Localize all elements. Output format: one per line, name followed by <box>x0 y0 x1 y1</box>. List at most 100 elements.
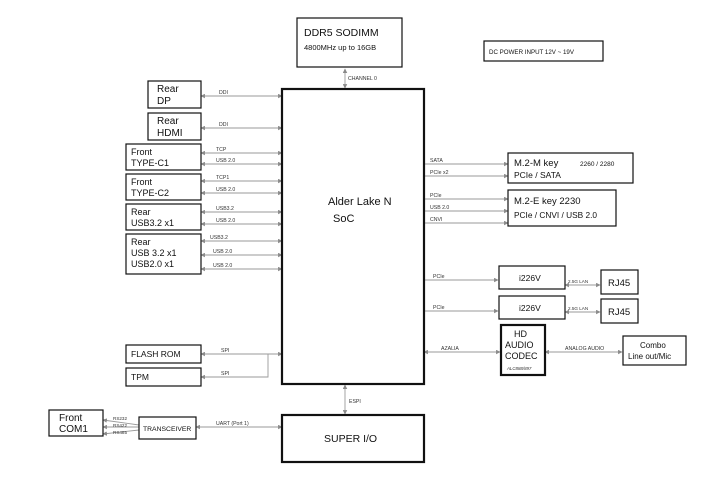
flash-rom-block: FLASH ROM <box>125 344 202 364</box>
m2e-block: M.2-E key 2230 PCIe / CNVI / USB 2.0 <box>507 189 617 227</box>
m2e-box <box>507 189 617 227</box>
m2m-box <box>507 152 634 184</box>
signal-lan1: 2.5G LAN <box>568 279 588 284</box>
rear-hdmi-line2: HDMI <box>157 128 183 139</box>
front-typec2-line1: Front <box>131 177 153 187</box>
front-typec2-box <box>125 173 202 201</box>
rear-usb-mix-line1: Rear <box>131 237 151 247</box>
rear-usb-mix-block: Rear USB 3.2 x1 USB2.0 x1 <box>125 233 202 275</box>
signal-cnvi: CNVI <box>430 217 442 223</box>
tpm-spi-link <box>200 354 269 380</box>
transceiver-block: TRANSCEIVER <box>138 416 197 440</box>
i226-2-label: i226V <box>519 303 541 313</box>
combo-audio-line2: Line out/Mic <box>628 352 671 361</box>
signal-sata: SATA <box>430 158 443 164</box>
front-typec1-box <box>125 143 202 171</box>
m2m-block: M.2-M key 2260 / 2280 PCIe / SATA <box>507 152 634 184</box>
i226-2-block: i226V <box>498 295 566 320</box>
rear-usb32-line1: Rear <box>131 207 151 217</box>
signal-rs232: RS232 <box>113 416 127 421</box>
rj45-1-box <box>600 269 639 295</box>
signal-tcp: TCP <box>216 147 227 153</box>
superio-box <box>280 413 426 464</box>
signal-usb20-b: USB 2.0 <box>213 249 232 255</box>
tpm-block: TPM <box>125 367 202 387</box>
ddr-box <box>296 17 403 68</box>
i226-1-label: i226V <box>519 273 541 283</box>
signal-espi: ESPI <box>349 399 361 405</box>
m2m-line1: M.2-M key <box>514 158 559 169</box>
front-com-line1: Front <box>59 413 83 424</box>
power-block: DC POWER INPUT 12V ~ 19V <box>483 40 604 62</box>
soc-box <box>280 87 426 386</box>
signal-azalia: AZALIA <box>441 346 459 352</box>
signal-usb32-a: USB3.2 <box>216 206 234 212</box>
signal-usb20-c1: USB 2.0 <box>216 158 235 164</box>
front-com-line2: COM1 <box>59 424 88 435</box>
signal-usb32-b: USB3.2 <box>210 235 228 241</box>
m2e-line2: PCIe / CNVI / USB 2.0 <box>514 210 597 220</box>
ddr-title: DDR5 SODIMM <box>304 27 379 39</box>
codec-part-note: ALC888/897 <box>506 366 532 371</box>
signal-pcie-m2e: PCIe <box>430 193 442 199</box>
signal-lan2: 2.5G LAN <box>568 306 588 311</box>
flash-rom-label: FLASH ROM <box>131 349 181 359</box>
m2m-line2: PCIe / SATA <box>514 170 561 180</box>
soc-title: Alder Lake N <box>328 196 392 208</box>
power-label: DC POWER INPUT 12V ~ 19V <box>489 49 575 56</box>
i226-1-block: i226V <box>498 265 566 290</box>
rear-usb-mix-box <box>125 233 202 275</box>
connection-lines <box>102 68 623 436</box>
signal-usb20-c: USB 2.0 <box>213 263 232 269</box>
rear-hdmi-line1: Rear <box>157 116 179 127</box>
rear-hdmi-block: Rear HDMI <box>147 112 202 141</box>
combo-audio-box <box>622 335 687 366</box>
signal-ddi-hdmi: DDI <box>219 122 228 128</box>
signal-pcie-lan1: PCIe <box>433 274 445 280</box>
codec-box <box>499 323 547 377</box>
signal-uart: UART (Port 1) <box>216 421 249 427</box>
signal-tcp1: TCP1 <box>216 175 229 181</box>
rs485-link <box>102 429 140 436</box>
tpm-box <box>125 367 202 387</box>
signal-channel0: CHANNEL 0 <box>348 76 377 82</box>
signal-usb20-m2e: USB 2.0 <box>430 205 449 211</box>
combo-audio-block: Combo Line out/Mic <box>622 335 687 366</box>
signal-ddi-dp: DDI <box>219 90 228 96</box>
signal-usb20-c2: USB 2.0 <box>216 187 235 193</box>
rear-usb32-box <box>125 203 202 231</box>
signal-pcie-lan2: PCIe <box>433 305 445 311</box>
rj45-2-label: RJ45 <box>608 307 630 318</box>
rear-dp-line2: DP <box>157 96 171 107</box>
codec-line3: CODEC <box>505 351 538 361</box>
signal-usb20-a: USB 2.0 <box>216 218 235 224</box>
signal-spi-flash: SPI <box>221 348 229 354</box>
codec-line1: HD <box>514 329 527 339</box>
front-typec1-line1: Front <box>131 147 153 157</box>
signal-rs485: RS485 <box>113 430 127 435</box>
combo-audio-line1: Combo <box>640 341 666 350</box>
front-typec1-block: Front TYPE-C1 <box>125 143 202 171</box>
transceiver-label: TRANSCEIVER <box>143 426 191 433</box>
superio-block: SUPER I/O <box>280 413 426 464</box>
rear-usb32-line2: USB3.2 x1 <box>131 218 174 228</box>
m2e-line1: M.2-E key 2230 <box>514 196 581 207</box>
front-typec2-block: Front TYPE-C2 <box>125 173 202 201</box>
m2m-size-note: 2260 / 2280 <box>580 161 615 168</box>
rear-usb-mix-line2: USB 3.2 x1 <box>131 248 177 258</box>
rj45-1-label: RJ45 <box>608 278 630 289</box>
rear-dp-box <box>147 80 202 109</box>
front-typec2-line2: TYPE-C2 <box>131 188 169 198</box>
soc-block: Alder Lake N SoC <box>280 87 426 386</box>
soc-subtitle: SoC <box>333 213 354 225</box>
ddr-spec: 4800MHz up to 16GB <box>304 43 376 52</box>
power-box <box>483 40 604 62</box>
rj45-2-box <box>600 298 639 324</box>
ddr-block: DDR5 SODIMM 4800MHz up to 16GB <box>296 17 403 68</box>
front-com-box <box>48 409 104 437</box>
signal-labels: CHANNEL 0 DDI DDI TCP USB 2.0 TCP1 USB 2… <box>113 76 604 435</box>
rj45-2-block: RJ45 <box>600 298 639 324</box>
front-com-block: Front COM1 <box>48 409 104 437</box>
superio-label: SUPER I/O <box>324 433 377 445</box>
